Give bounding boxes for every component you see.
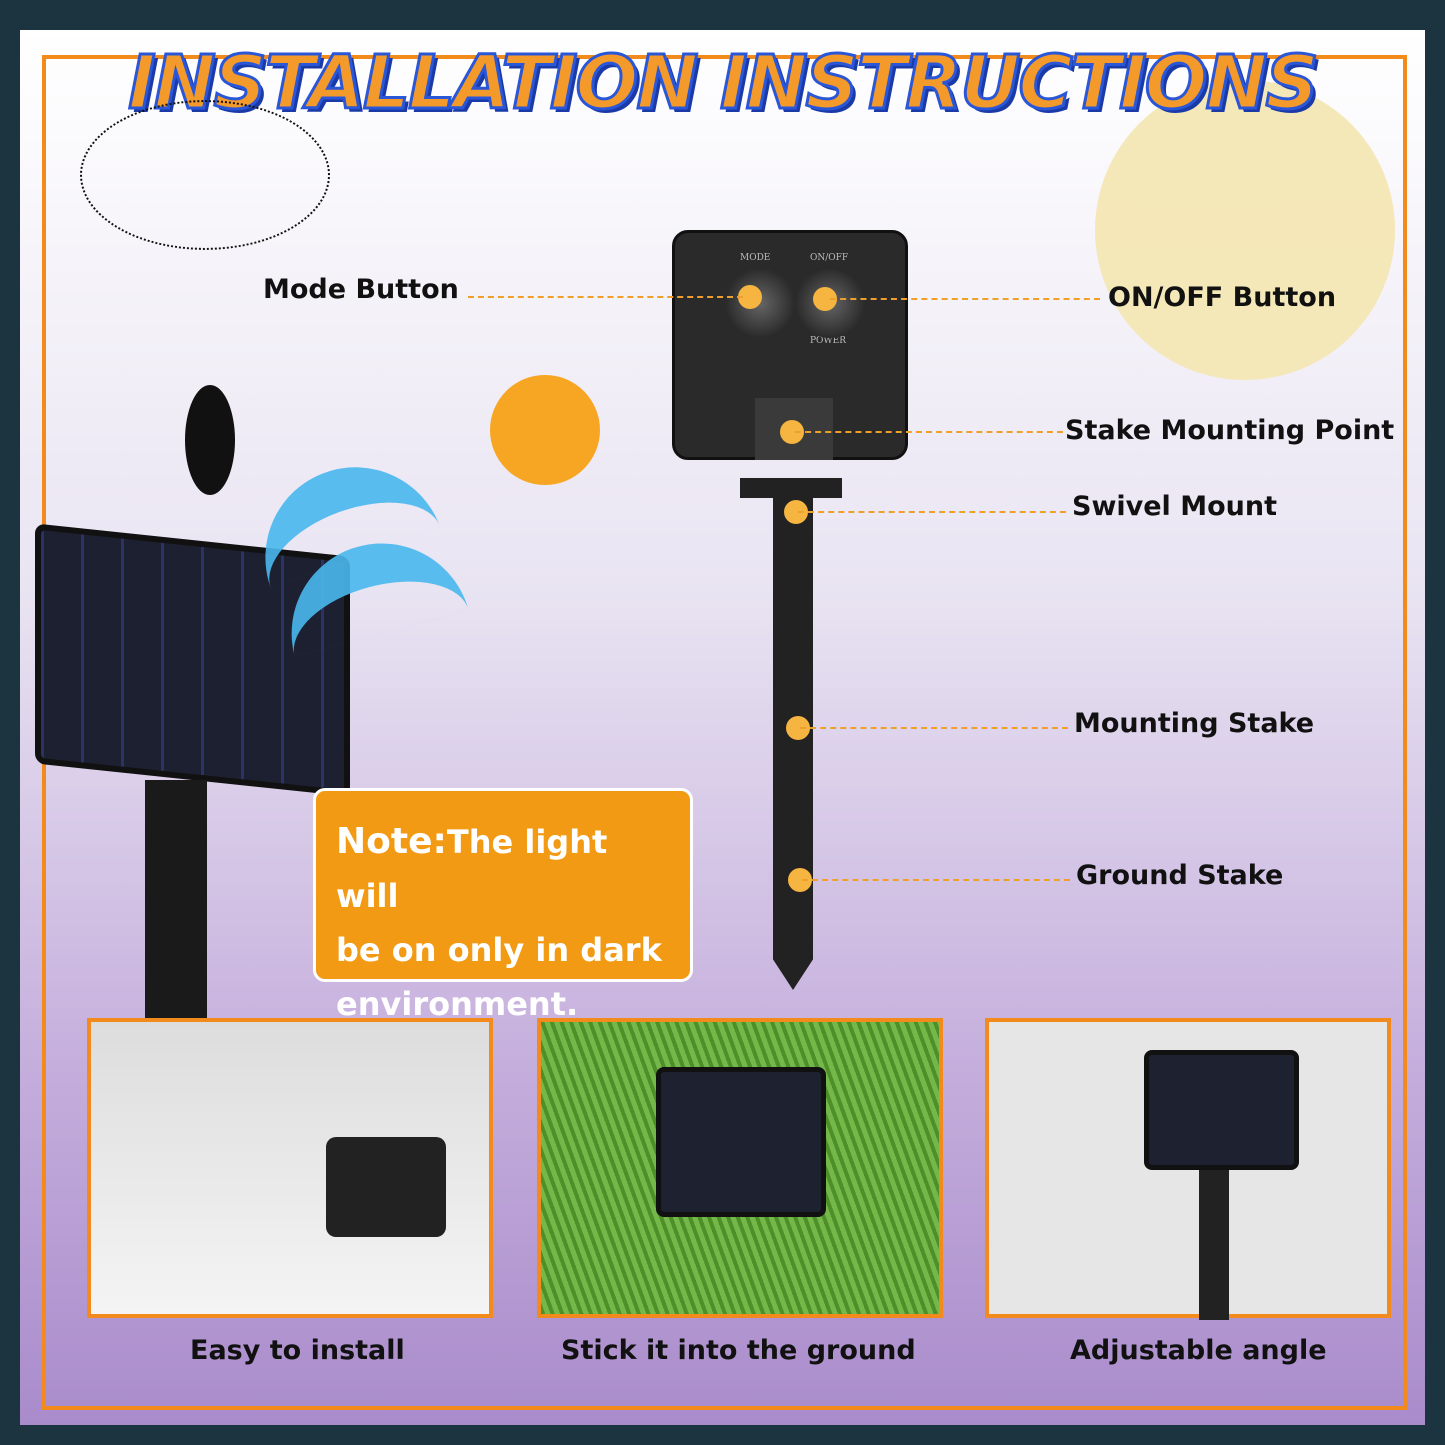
spider-icon xyxy=(185,385,235,495)
callout-line xyxy=(798,511,1066,513)
onoff-button-label: ON/OFF Button xyxy=(1108,282,1337,313)
sun-icon xyxy=(490,375,600,485)
note-box: Note:The light will be on only in dark e… xyxy=(313,788,693,1023)
callout-line xyxy=(795,431,1063,433)
controller-box-image: MODE ON/OFF POWER xyxy=(672,230,908,460)
page-title: INSTALLATION INSTRUCTIONS xyxy=(127,39,1321,128)
photo-easy-install xyxy=(87,1018,493,1318)
solar-panel-in-grass xyxy=(656,1067,826,1217)
mode-button-label: Mode Button xyxy=(263,274,459,305)
photo-adjustable xyxy=(985,1018,1391,1320)
stake-mounting-point-label: Stake Mounting Point xyxy=(1065,415,1395,446)
solar-panel-pole xyxy=(145,780,207,1020)
ground-stake-label: Ground Stake xyxy=(1076,860,1284,891)
mode-label: MODE xyxy=(740,253,771,263)
spider-web-icon xyxy=(80,100,330,250)
callout-line xyxy=(800,727,1068,729)
mounting-stake-label: Mounting Stake xyxy=(1074,708,1315,739)
callout-line xyxy=(830,298,1100,300)
solar-panel-angled xyxy=(1144,1050,1299,1170)
onoff-label: ON/OFF xyxy=(810,253,849,263)
note-text: environment. xyxy=(336,985,579,1023)
power-label: POWER xyxy=(810,336,847,346)
controller-in-hand xyxy=(326,1137,446,1237)
caption-adjustable: Adjustable angle xyxy=(1070,1335,1327,1366)
callout-line xyxy=(802,879,1070,881)
note-text: be on only in dark xyxy=(336,931,662,969)
note-text: The light will xyxy=(336,823,608,915)
caption-easy-install: Easy to install xyxy=(190,1335,405,1366)
pole xyxy=(1199,1170,1229,1320)
caption-ground: Stick it into the ground xyxy=(561,1335,916,1366)
note-prefix: Note: xyxy=(336,821,447,862)
photo-ground xyxy=(537,1018,943,1318)
callout-line xyxy=(468,296,743,298)
swivel-mount-label: Swivel Mount xyxy=(1072,491,1277,522)
moon-illustration xyxy=(1095,80,1395,380)
